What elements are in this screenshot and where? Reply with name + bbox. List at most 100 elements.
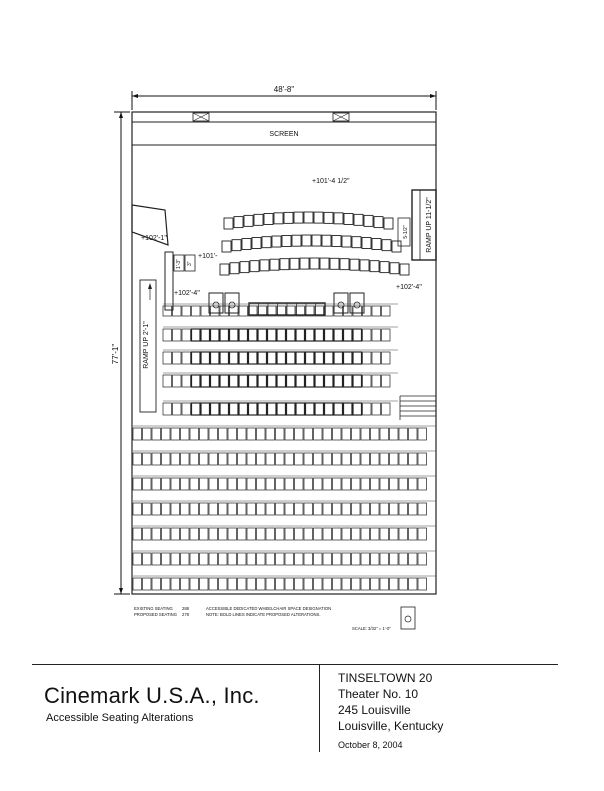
seat: [200, 374, 211, 388]
seat: [218, 502, 228, 516]
seat: [228, 402, 239, 416]
seat: [162, 374, 172, 388]
seat: [361, 237, 372, 249]
seat: [275, 502, 285, 516]
seat: [227, 527, 237, 541]
seat: [360, 452, 370, 466]
seat: [322, 502, 332, 516]
seat: [283, 211, 294, 224]
seat: [161, 552, 171, 566]
wheelchair-space: [208, 292, 224, 314]
seat: [303, 211, 314, 224]
seat: [294, 552, 304, 566]
seat: [304, 402, 315, 416]
seat: [341, 552, 351, 566]
seat: [389, 427, 399, 441]
seat: [275, 427, 285, 441]
seat: [333, 402, 344, 416]
seat: [181, 305, 191, 317]
seat: [238, 374, 249, 388]
seat: [238, 402, 249, 416]
seat: [379, 477, 389, 491]
seat: [333, 351, 344, 365]
seat: [294, 502, 304, 516]
seat: [208, 477, 218, 491]
left-step-box: [173, 254, 185, 272]
seat: [391, 240, 402, 253]
seat: [313, 477, 323, 491]
seat: [219, 402, 230, 416]
wheelchair-icon: [212, 301, 220, 309]
seat: [189, 577, 199, 591]
seat: [190, 374, 201, 388]
seat: [379, 261, 390, 274]
seat: [162, 351, 172, 365]
seat: [381, 305, 391, 317]
seat: [276, 305, 286, 317]
seat: [265, 452, 275, 466]
seat: [417, 452, 427, 466]
wheelchair-icon: [353, 301, 361, 309]
seat: [237, 577, 247, 591]
seat: [246, 452, 256, 466]
seat: [132, 502, 142, 516]
elevation-right-lower: +102'-4": [396, 284, 422, 291]
seat: [172, 328, 182, 342]
seat: [371, 351, 381, 365]
seat: [231, 239, 242, 252]
company-name: Cinemark U.S.A., Inc.: [44, 683, 260, 708]
seat: [142, 577, 152, 591]
seat: [322, 477, 332, 491]
seat: [332, 477, 342, 491]
screen-label: SCREEN: [269, 131, 298, 138]
seat: [237, 527, 247, 541]
seat: [398, 502, 408, 516]
seat: [349, 258, 360, 271]
seat: [218, 452, 228, 466]
seat: [294, 527, 304, 541]
seat: [161, 477, 171, 491]
seat: [313, 452, 323, 466]
theater-city: Louisville, Kentucky: [338, 719, 444, 733]
seat: [398, 427, 408, 441]
seat: [132, 477, 142, 491]
seat: [275, 477, 285, 491]
seat: [132, 577, 142, 591]
seat: [256, 502, 266, 516]
seat: [189, 552, 199, 566]
seat: [151, 502, 161, 516]
seat: [221, 240, 232, 253]
seat: [341, 452, 351, 466]
seat: [389, 262, 400, 275]
seat: [284, 477, 294, 491]
seat: [389, 502, 399, 516]
seat: [180, 502, 190, 516]
seat: [208, 527, 218, 541]
seat: [271, 235, 282, 248]
seat: [259, 259, 270, 272]
seat: [265, 552, 275, 566]
seat: [275, 527, 285, 541]
seat: [151, 477, 161, 491]
seat: [303, 427, 313, 441]
seat: [332, 427, 342, 441]
seat: [398, 552, 408, 566]
seat: [180, 427, 190, 441]
seat: [161, 577, 171, 591]
seat: [284, 452, 294, 466]
right-step-label: 5-1/2": [403, 225, 409, 238]
seat: [265, 577, 275, 591]
seat: [303, 452, 313, 466]
seat: [209, 351, 220, 365]
seat: [342, 402, 353, 416]
seat: [208, 502, 218, 516]
seat: [200, 402, 211, 416]
seat: [295, 305, 305, 317]
seat: [218, 427, 228, 441]
seat: [227, 577, 237, 591]
seat: [371, 305, 381, 317]
seat: [379, 552, 389, 566]
seat: [291, 234, 302, 247]
seat: [189, 527, 199, 541]
seat: [351, 552, 361, 566]
